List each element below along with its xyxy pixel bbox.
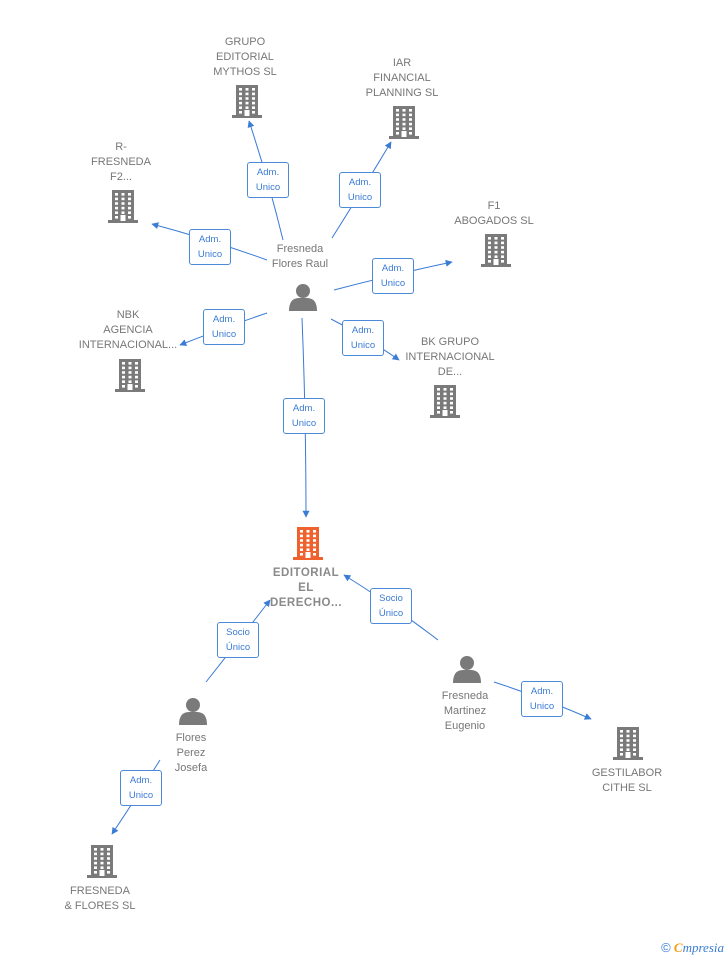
edge-label-fresneda_raul-to-editorial[interactable]: Adm. Unico	[283, 398, 325, 434]
person-icon-fresneda_eugenio[interactable]	[453, 656, 481, 683]
node-label-fresneda_eugenio[interactable]: Fresneda Martinez Eugenio	[441, 690, 489, 732]
person-icon-fresneda_raul[interactable]	[289, 284, 317, 311]
edge-label-fresneda_raul-to-r_fresneda[interactable]: Adm. Unico	[189, 229, 231, 265]
building-icon-grupo_editorial[interactable]	[232, 85, 262, 118]
building-icon-gestilabor[interactable]	[613, 727, 643, 760]
edge-label-fresneda_eugenio-to-gestilabor[interactable]: Adm. Unico	[521, 681, 563, 717]
building-icon-bk_grupo[interactable]	[430, 385, 460, 418]
node-label-bk_grupo[interactable]: BK GRUPO INTERNACIONAL DE...	[405, 336, 495, 378]
copyright-symbol: ©	[661, 940, 671, 955]
building-icon-r_fresneda[interactable]	[108, 190, 138, 223]
node-label-nbk[interactable]: NBK AGENCIA INTERNACIONAL...	[78, 309, 178, 351]
edge-label-fresneda_raul-to-iar[interactable]: Adm. Unico	[339, 172, 381, 208]
person-icon-flores_josefa[interactable]	[179, 698, 207, 725]
node-label-gestilabor[interactable]: GESTILABOR CITHE SL	[591, 767, 663, 794]
building-icon-editorial[interactable]	[293, 527, 323, 560]
empresia-logo: © Cmpresia	[661, 940, 724, 956]
node-label-fresneda_raul[interactable]: Fresneda Flores Raul	[271, 243, 329, 270]
edge-label-fresneda_raul-to-f1[interactable]: Adm. Unico	[372, 258, 414, 294]
building-icon-f1[interactable]	[481, 234, 511, 267]
building-icon-nbk[interactable]	[115, 359, 145, 392]
node-label-iar[interactable]: IAR FINANCIAL PLANNING SL	[365, 57, 439, 99]
edge-label-fresneda_raul-to-bk_grupo[interactable]: Adm. Unico	[342, 320, 384, 356]
brand-name: mpresia	[682, 940, 724, 955]
edge-label-fresneda_eugenio-to-editorial[interactable]: Socio Único	[370, 588, 412, 624]
brand-initial: C	[673, 940, 683, 955]
edge-label-fresneda_raul-to-nbk[interactable]: Adm. Unico	[203, 309, 245, 345]
node-label-f1[interactable]: F1 ABOGADOS SL	[454, 200, 534, 227]
node-label-grupo_editorial[interactable]: GRUPO EDITORIAL MYTHOS SL	[213, 36, 277, 78]
node-label-r_fresneda[interactable]: R- FRESNEDA F2...	[91, 141, 151, 183]
node-label-flores_josefa[interactable]: Flores Perez Josefa	[174, 732, 208, 774]
edge-label-flores_josefa-to-fresneda_flores_sl[interactable]: Adm. Unico	[120, 770, 162, 806]
node-label-editorial[interactable]: EDITORIAL EL DERECHO...	[269, 567, 343, 609]
node-label-fresneda_flores_sl[interactable]: FRESNEDA & FLORES SL	[64, 885, 136, 912]
edge-label-flores_josefa-to-editorial[interactable]: Socio Único	[217, 622, 259, 658]
edge-label-fresneda_raul-to-grupo_editorial[interactable]: Adm. Unico	[247, 162, 289, 198]
building-icon-fresneda_flores_sl[interactable]	[87, 845, 117, 878]
building-icon-iar[interactable]	[389, 106, 419, 139]
